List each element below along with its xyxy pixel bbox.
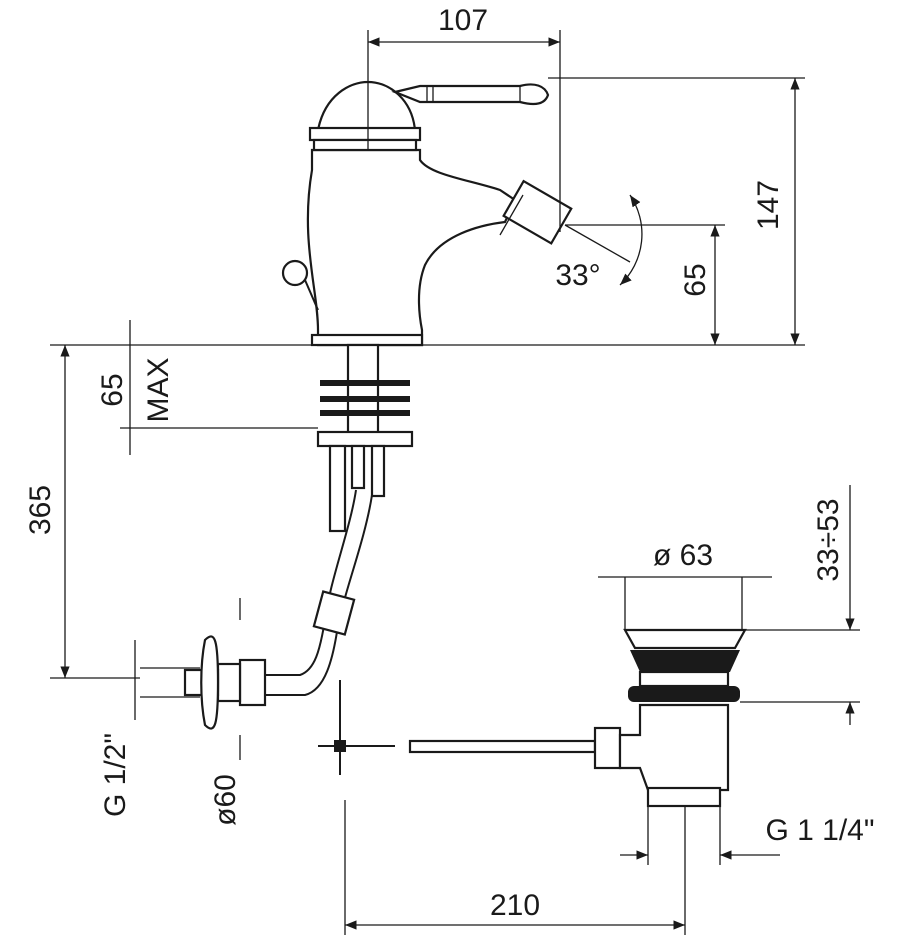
dim-deck-thickness: 65 [96,373,129,406]
dim-spout-angle: 33° [555,259,600,292]
spout-nozzle [502,179,573,245]
lever-handle [391,83,550,106]
dim-deck-thickness-note: MAX [142,357,175,422]
dim-spout-height: 65 [679,263,712,296]
dim-total-height: 147 [752,180,785,230]
dim-flange-diameter: ø60 [209,774,242,826]
dim-inlet-thread: G 1/2" [99,733,132,817]
pop-up-knob [281,259,309,287]
faucet-body [281,80,573,347]
dim-waste-height-range: 33÷53 [812,498,845,581]
pop-up-waste [318,628,747,808]
dim-spout-reach: 107 [438,4,488,37]
dim-waste-thread: G 1 1/4" [765,814,874,847]
dim-waste-diameter: ø 63 [653,539,713,572]
shank-and-hoses [140,343,414,730]
dim-shank-length: 365 [24,485,57,535]
dimension-lines [50,30,860,935]
dim-waste-distance: 210 [490,889,540,922]
